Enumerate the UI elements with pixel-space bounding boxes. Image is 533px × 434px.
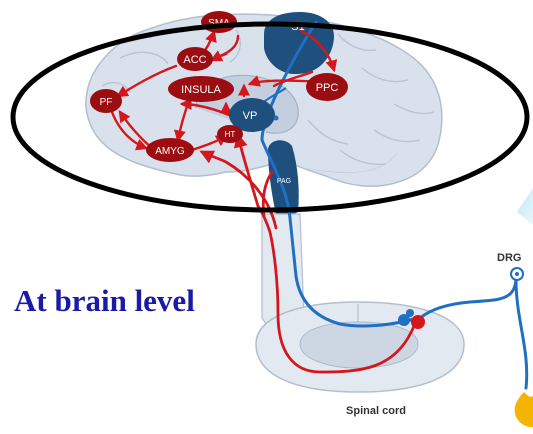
drg-label: DRG: [497, 252, 521, 264]
region-sma: SMA: [201, 11, 237, 33]
insula-label: INSULA: [181, 84, 221, 96]
region-insula: INSULA: [168, 76, 234, 102]
region-ppc: PPC: [306, 73, 348, 101]
acc-label: ACC: [183, 54, 206, 66]
ht-label: HT: [225, 130, 236, 139]
region-pag: PAG: [277, 178, 291, 185]
region-pf: PF: [90, 89, 122, 113]
caption: At brain level: [14, 283, 195, 319]
pag-label: PAG: [277, 178, 291, 185]
drg-ganglion-icon: [511, 268, 523, 280]
amyg-label: AMYG: [155, 146, 185, 157]
region-acc: ACC: [177, 47, 213, 71]
decorative-triangle: [517, 188, 533, 225]
pf-label: PF: [100, 97, 113, 108]
flame-icon: [515, 392, 533, 427]
brain: [86, 14, 442, 186]
region-ht: HT: [217, 125, 243, 143]
region-amyg: AMYG: [146, 138, 194, 162]
vp-label: VP: [243, 110, 258, 122]
ppc-label: PPC: [316, 82, 339, 94]
spinal-cord: [256, 302, 464, 392]
spinal-cord-label: Spinal cord: [346, 405, 406, 417]
